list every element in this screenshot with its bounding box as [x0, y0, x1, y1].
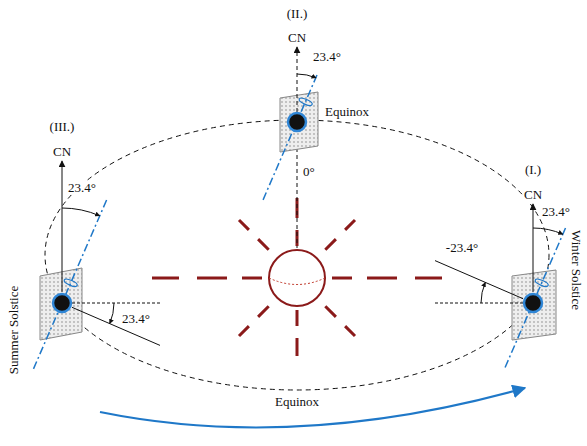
season-label: Equinox	[324, 105, 370, 119]
angle-arc	[297, 74, 316, 78]
angle-label: -23.4°	[445, 241, 479, 255]
orbit-plane	[512, 270, 556, 340]
direction-label: CN	[52, 145, 72, 159]
angle-arc	[62, 208, 100, 216]
angle-arc	[110, 303, 114, 324]
angle-label: 23.4°	[541, 205, 571, 219]
sun-line	[297, 134, 298, 248]
sun-ray	[239, 220, 269, 250]
season-label: Equinox	[274, 395, 320, 409]
angle-label: 0°	[302, 165, 316, 179]
celestial-north-arrow	[533, 204, 534, 292]
orbit-plane	[40, 268, 82, 340]
rotation-symbol	[63, 278, 78, 288]
sun-ray	[296, 310, 299, 356]
equator-line	[435, 261, 523, 299]
angle-label: 23.4°	[121, 312, 151, 326]
orbit-direction-arrow	[100, 388, 525, 427]
angle-label: 23.4°	[67, 181, 97, 195]
orbit-ellipse	[45, 120, 549, 390]
position-number: (II.)	[286, 7, 309, 21]
rotation-symbol	[534, 278, 549, 288]
season-label: Summer Solstice	[7, 285, 21, 375]
angle-arc	[533, 228, 563, 234]
season-label: Winter Solstice	[569, 229, 583, 311]
sun-circle	[269, 250, 325, 306]
position-number: (III.)	[49, 120, 76, 134]
rotation-symbol	[298, 97, 313, 107]
orbit-plane	[280, 92, 318, 152]
reference-line	[435, 303, 523, 304]
sun-ray	[325, 220, 355, 250]
equator-line	[72, 307, 160, 345]
sun-equator	[269, 278, 325, 285]
sun-ray	[239, 306, 269, 336]
earth	[288, 113, 306, 131]
earth	[524, 294, 542, 312]
angle-label: 23.4°	[312, 50, 342, 64]
celestial-north-arrow	[297, 47, 298, 112]
position-number: (I.)	[524, 163, 542, 177]
earth	[53, 294, 71, 312]
tilt-axis	[263, 75, 317, 200]
angle-arc	[481, 282, 485, 303]
celestial-north-arrow	[62, 161, 63, 292]
sun-ray	[332, 277, 442, 280]
sun-ray	[325, 306, 355, 336]
tilt-axis	[33, 200, 107, 370]
reference-line	[72, 303, 160, 304]
sun-ray	[152, 277, 262, 280]
direction-label: CN	[523, 188, 543, 202]
tilt-axis	[504, 228, 566, 370]
direction-label: CN	[287, 31, 307, 45]
